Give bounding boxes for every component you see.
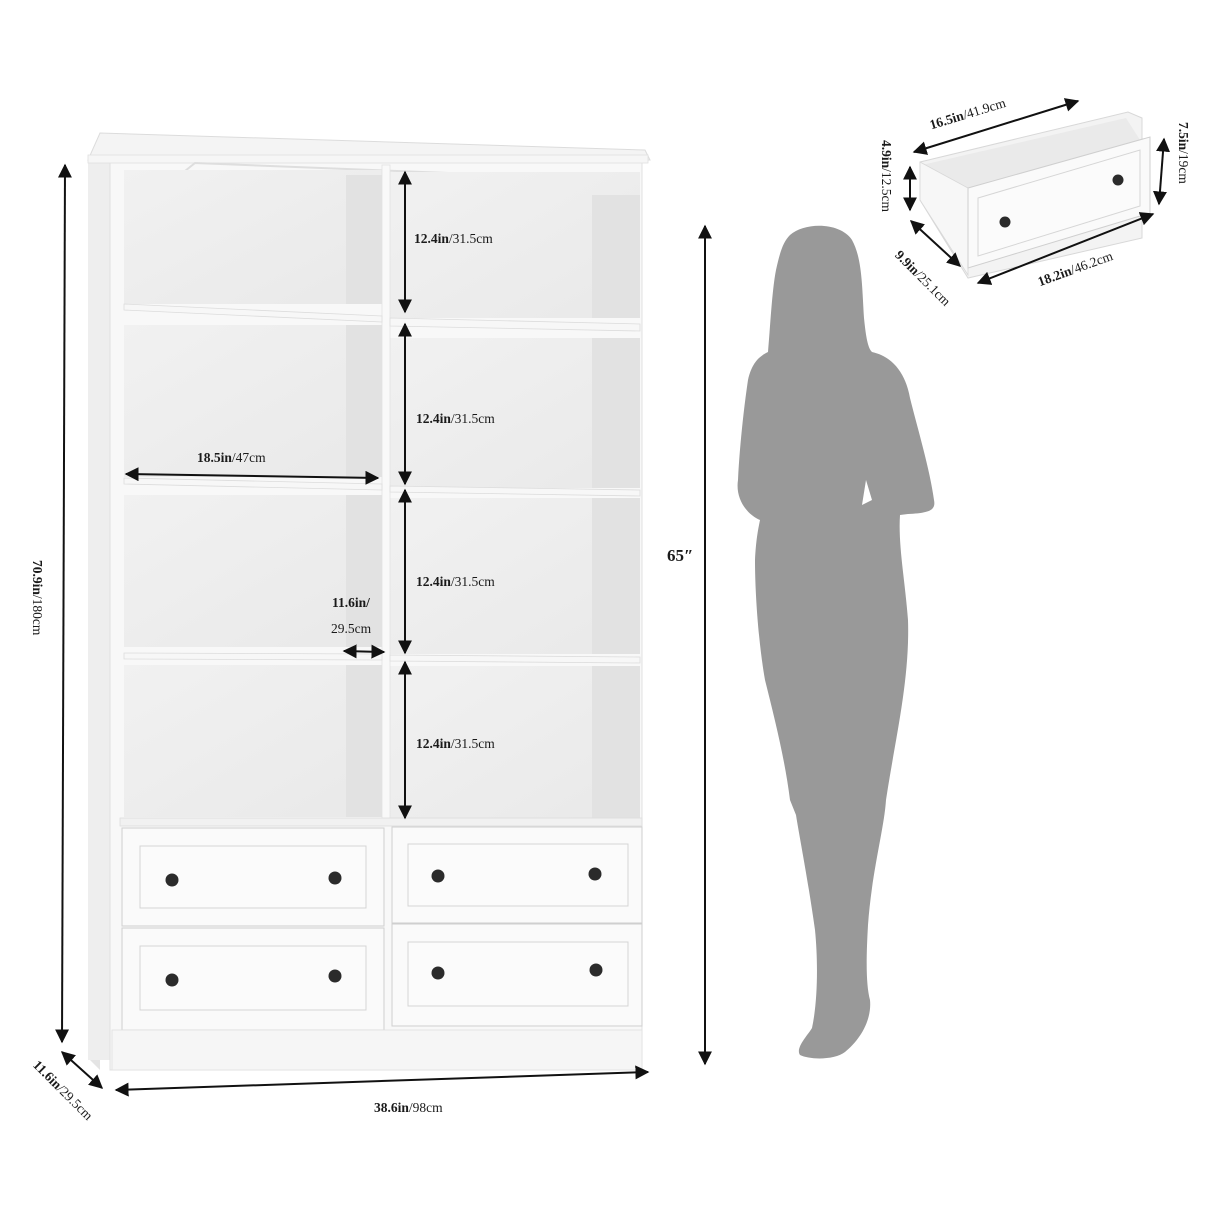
drawer-detail (903, 98, 1171, 285)
drawer-bottom-right (391, 923, 643, 1027)
compartment-3-height-label: 12.4in/31.5cm (416, 574, 495, 589)
person-silhouette (737, 225, 935, 1059)
drawer-front-height-label: 7.5in/19cm (1176, 122, 1191, 184)
overall-width-label: 38.6in/98cm (374, 1100, 443, 1115)
compartment-4-height-label: 12.4in/31.5cm (416, 736, 495, 751)
compartment-2-height-label: 12.4in/31.5cm (416, 411, 495, 426)
shelf-depth-label-in: 11.6in/ (332, 595, 370, 610)
shelf-depth-label-cm: 29.5cm (331, 621, 372, 636)
compartment-1-height-label: 12.4in/31.5cm (414, 231, 493, 246)
overall-height-label: 70.9in/180cm (30, 560, 45, 636)
dimension-lines (55, 163, 712, 1097)
person-height-label: 65″ (667, 546, 694, 565)
drawer-bottom-left (121, 927, 385, 1031)
drawer-top-left (121, 827, 385, 927)
bookcase (87, 132, 651, 1071)
drawer-top-right (391, 826, 643, 924)
shelf-width-label: 18.5in/47cm (197, 450, 266, 465)
drawer-inner-height-label: 4.9in/12.5cm (879, 140, 894, 213)
